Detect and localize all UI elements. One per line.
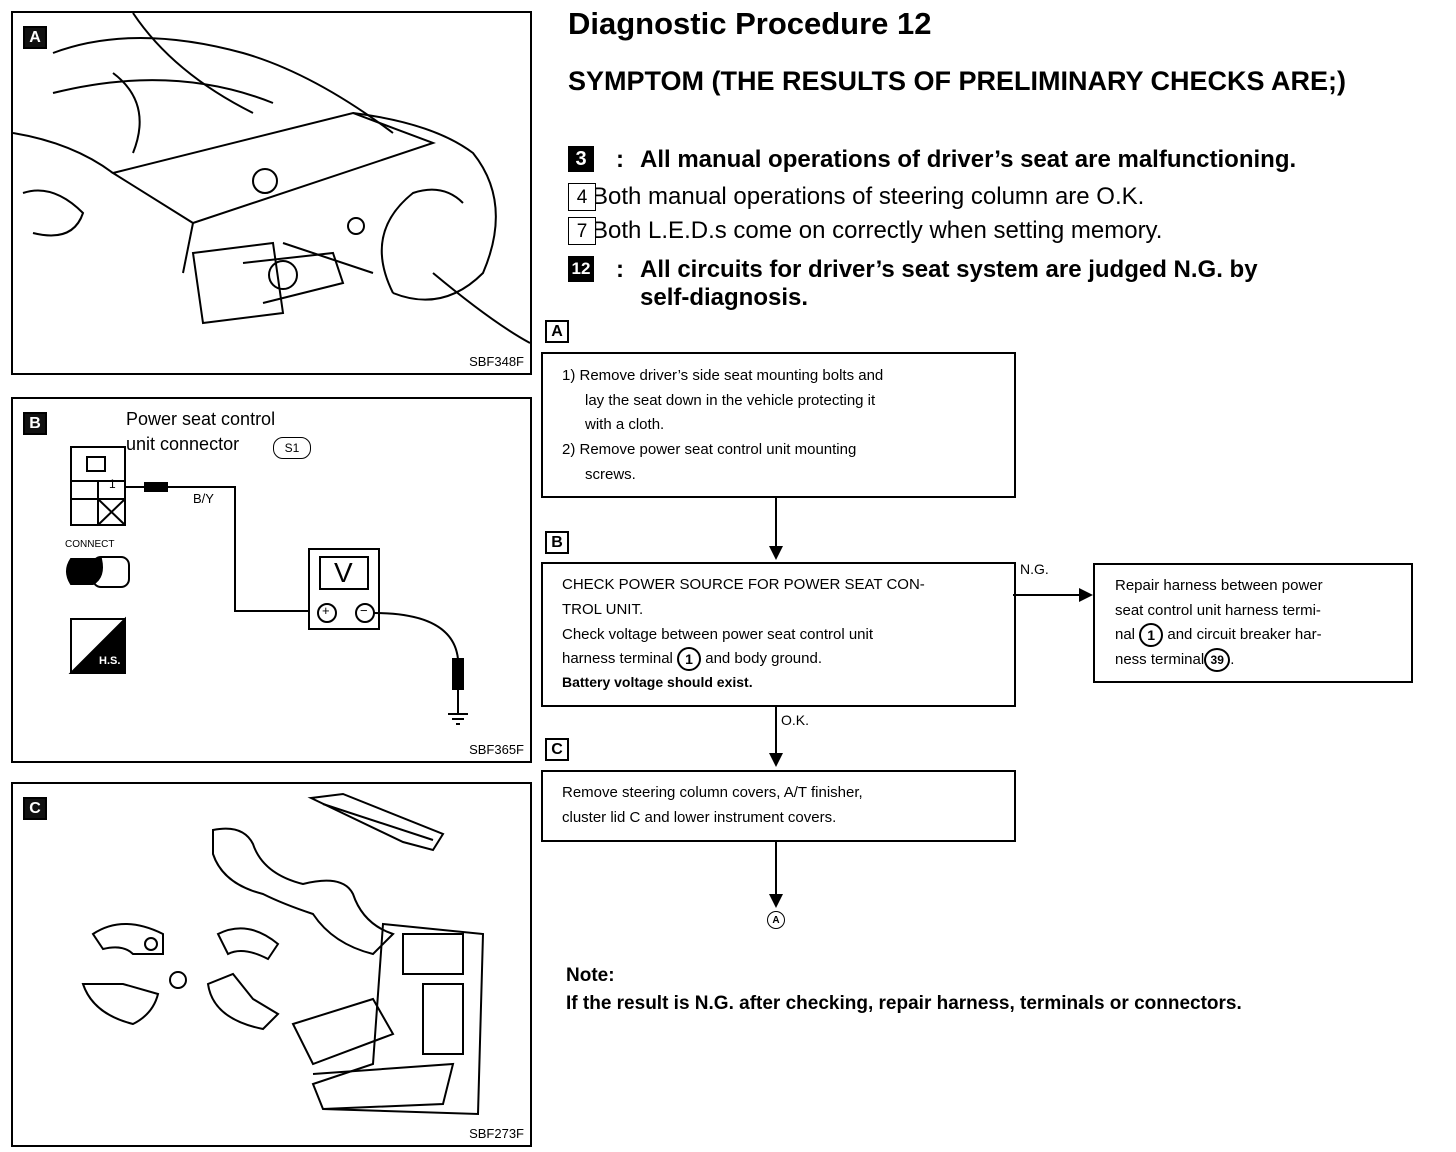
figure-b-tag: B (23, 412, 47, 435)
symptom-text-12-line2: self-diagnosis. (640, 284, 809, 311)
step-a-box: 1) Remove driver’s side seat mounting bo… (541, 352, 1016, 498)
steering-column-illustration (13, 13, 530, 344)
figure-a-code: SBF348F (469, 354, 524, 369)
symptom-row-12: 12 : All circuits for driver’s seat syst… (568, 256, 1448, 312)
symptom-row-7: 7 : Both L.E.D.s come on correctly when … (568, 217, 1448, 245)
step-b-line5: Battery voltage should exist. (562, 674, 753, 690)
symptom-badge-7: 7 (568, 217, 596, 245)
connector-a-circle: A (767, 911, 785, 929)
step-b-box: CHECK POWER SOURCE FOR POWER SEAT CON- T… (541, 562, 1016, 707)
repair-line4-start: ness terminal (1115, 651, 1205, 668)
connector-ref-text: S1 (284, 441, 300, 455)
connect-label: CONNECT (65, 539, 115, 550)
figure-b-code: SBF365F (469, 742, 524, 757)
symptom-text-3: All manual operations of driver’s seat a… (640, 146, 1297, 173)
repair-line1: Repair harness between power (1115, 577, 1323, 594)
step-b-tag: B (545, 531, 569, 554)
flow-arrow-b-c (775, 705, 777, 755)
symptom-text-4: Both manual operations of steering colum… (592, 183, 1145, 210)
voltmeter-minus: − (360, 603, 368, 618)
flow-arrow-b-repair (1013, 594, 1079, 596)
flow-arrow-c-connector (775, 840, 777, 896)
repair-line2: seat control unit harness termi- (1115, 602, 1321, 619)
step-b-line3: Check voltage between power seat control… (562, 626, 874, 643)
voltmeter-plus: + (322, 603, 330, 618)
note-block: Note: If the result is N.G. after checki… (566, 962, 1242, 1018)
step-c-line1: Remove steering column covers, A/T finis… (562, 784, 863, 801)
terminal-39-badge: 39 (1204, 648, 1231, 673)
connector-title-line1: Power seat control (126, 409, 276, 429)
column-covers-illustration (81, 792, 485, 1116)
terminal-1-badge: 1 (677, 647, 702, 672)
step-a-line1: 1) Remove driver’s side seat mounting bo… (562, 367, 884, 384)
note-heading: Note: (566, 965, 615, 986)
repair-line3-start: nal (1115, 626, 1136, 643)
repair-line4-end: . (1230, 651, 1235, 668)
note-text: If the result is N.G. after checking, re… (566, 993, 1242, 1014)
symptom-text-12: All circuits for driver’s seat system ar… (640, 256, 1258, 312)
step-c-line2: cluster lid C and lower instrument cover… (562, 809, 837, 826)
voltmeter-label: V (334, 557, 353, 588)
voltage-test-diagram (66, 446, 468, 725)
symptom-text-12-line1: All circuits for driver’s seat system ar… (640, 256, 1258, 283)
step-a-tag: A (545, 320, 569, 343)
symptom-badge-4: 4 (568, 183, 596, 211)
symptom-badge-12: 12 (568, 256, 594, 282)
step-c-tag: C (545, 738, 569, 761)
connector-a-letter: A (772, 914, 780, 926)
figure-b-panel: B Power seat control unit connector S1 1… (11, 397, 532, 763)
symptom-badge-3: 3 (568, 146, 594, 172)
repair-box: Repair harness between power seat contro… (1093, 563, 1413, 683)
step-a-line5: screws. (585, 466, 636, 483)
repair-line3-end: and circuit breaker har- (1167, 626, 1322, 643)
repair-line3: nal 1 and circuit breaker har- (1115, 622, 1322, 648)
figure-c-panel: C SBF273F (11, 782, 532, 1147)
connector-ref-badge: S1 (273, 437, 311, 459)
step-b-line4-end: and body ground. (705, 650, 822, 667)
pin-number: 1 (109, 477, 116, 491)
step-a-line3: with a cloth. (585, 416, 665, 433)
terminal-1-badge: 1 (1139, 623, 1164, 648)
connector-title-line2: unit connector (126, 434, 240, 454)
ng-label: N.G. (1020, 561, 1049, 577)
flow-arrow-a-b (775, 496, 777, 546)
symptom-heading: SYMPTOM (THE RESULTS OF PRELIMINARY CHEC… (568, 66, 1347, 96)
step-b-line1: CHECK POWER SOURCE FOR POWER SEAT CON- (562, 576, 925, 593)
page-title: Diagnostic Procedure 12 (568, 6, 932, 41)
figure-c-tag: C (23, 797, 47, 820)
flow-arrowhead-b-c (769, 753, 783, 767)
wire-color-label: B/Y (193, 491, 214, 506)
symptom-row-3: 3 : All manual operations of driver’s se… (568, 146, 1448, 174)
flow-arrowhead-a-b (769, 546, 783, 560)
hs-label: H.S. (99, 655, 121, 667)
symptom-text-7: Both L.E.D.s come on correctly when sett… (592, 217, 1163, 244)
step-b-line4-start: harness terminal (562, 650, 673, 667)
symptom-row-4: 4 : Both manual operations of steering c… (568, 183, 1448, 211)
symptom-colon: : (616, 256, 624, 283)
figure-a-panel: A SBF348F (11, 11, 532, 375)
step-b-line2: TROL UNIT. (562, 601, 644, 618)
figure-c-code: SBF273F (469, 1126, 524, 1141)
step-a-line4: 2) Remove power seat control unit mounti… (562, 441, 857, 458)
figure-a-tag: A (23, 26, 47, 49)
ok-label: O.K. (781, 712, 810, 728)
step-b-line4: harness terminal 1 and body ground. (562, 646, 822, 672)
step-c-box: Remove steering column covers, A/T finis… (541, 770, 1016, 842)
flow-arrowhead-c-connector (769, 894, 783, 908)
flow-arrowhead-b-repair (1079, 588, 1093, 602)
symptom-colon: : (616, 146, 624, 173)
step-a-line2: lay the seat down in the vehicle protect… (585, 392, 876, 409)
